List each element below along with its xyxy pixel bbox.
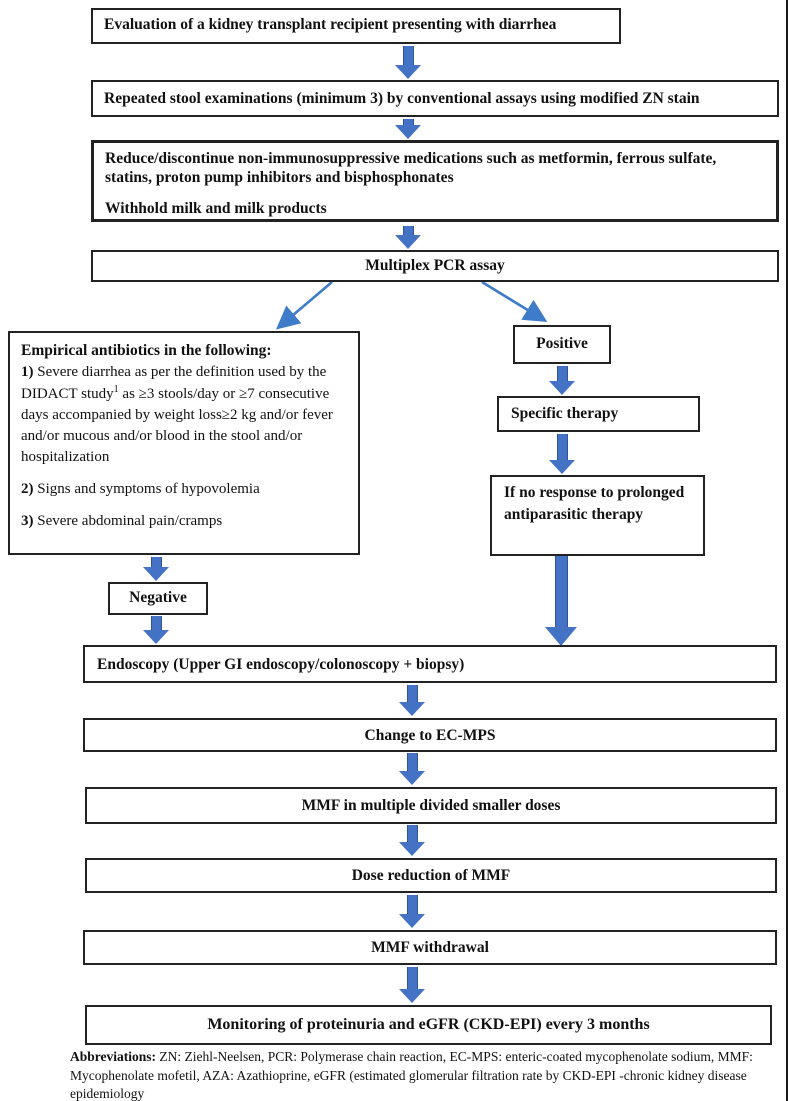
empirical-item-3-text: Severe abdominal pain/cramps: [37, 512, 223, 529]
arrow-noresponse-to-endoscopy-icon: [545, 556, 577, 646]
arrow-empirical-to-negative-icon: [143, 557, 169, 581]
empirical-item-1: 1) Severe diarrhea as per the definition…: [21, 362, 347, 468]
empirical-item-2: 2) Signs and symptoms of hypovolemia: [21, 479, 347, 500]
abbreviations-label: Abbreviations:: [70, 1049, 157, 1064]
box-mmf-divided-doses-text: MMF in multiple divided smaller doses: [301, 797, 561, 814]
box-multiplex-pcr-text: Multiplex PCR assay: [365, 257, 505, 274]
box-withhold-milk-text: Withhold milk and milk products: [105, 199, 327, 217]
box-specific-therapy: Specific therapy: [497, 396, 700, 432]
box-endoscopy: Endoscopy (Upper GI endoscopy/colonoscop…: [83, 645, 777, 683]
box-reduce-medications: Reduce/discontinue non-immunosuppressive…: [91, 140, 779, 222]
arrow-ecmps-to-mmfdivided-icon: [399, 753, 425, 785]
box-stool-examinations-text: Repeated stool examinations (minimum 3) …: [104, 90, 700, 107]
arrow-evaluation-to-stool-icon: [395, 46, 421, 79]
empirical-item-2-number: 2): [21, 480, 34, 497]
box-specific-therapy-text: Specific therapy: [511, 405, 619, 422]
empirical-item-1-text-a: Severe diarrhea as per the definition us…: [21, 363, 327, 402]
box-positive: Positive: [513, 325, 611, 364]
arrow-mmfdivided-to-reduction-icon: [399, 825, 425, 856]
box-no-response-text: If no response to prolonged antiparasiti…: [504, 484, 685, 524]
arrow-reduction-to-withdrawal-icon: [399, 895, 425, 928]
box-no-response: If no response to prolonged antiparasiti…: [490, 475, 705, 556]
arrow-positive-to-specific-icon: [549, 366, 575, 395]
box-mmf-dose-reduction: Dose reduction of MMF: [85, 858, 777, 893]
box-mmf-divided-doses: MMF in multiple divided smaller doses: [85, 787, 777, 824]
empirical-item-1-superscript: 1: [113, 383, 119, 395]
arrow-reduce-to-pcr-icon: [395, 226, 421, 249]
box-evaluation: Evaluation of a kidney transplant recipi…: [91, 8, 621, 44]
box-mmf-withdrawal: MMF withdrawal: [83, 930, 777, 965]
arrow-stool-to-reduce-icon: [395, 119, 421, 139]
box-change-ecmps: Change to EC-MPS: [83, 718, 777, 752]
box-monitoring-text: Monitoring of proteinuria and eGFR (CKD-…: [207, 1016, 650, 1033]
empirical-item-3-number: 3): [21, 512, 34, 529]
empirical-item-2-text: Signs and symptoms of hypovolemia: [37, 480, 260, 497]
arrow-withdrawal-to-monitoring-icon: [399, 967, 425, 1003]
box-negative: Negative: [108, 582, 208, 615]
arrow-specific-to-noresponse-icon: [549, 434, 575, 474]
abbreviations-text: ZN: Ziehl-Neelsen, PCR: Polymerase chain…: [70, 1049, 753, 1101]
box-change-ecmps-text: Change to EC-MPS: [364, 727, 496, 744]
box-reduce-medications-text: Reduce/discontinue non-immunosuppressive…: [105, 150, 717, 187]
abbreviations-footnote: Abbreviations: ZN: Ziehl-Neelsen, PCR: P…: [70, 1048, 776, 1101]
box-stool-examinations: Repeated stool examinations (minimum 3) …: [91, 80, 779, 117]
box-mmf-withdrawal-text: MMF withdrawal: [371, 939, 489, 956]
arrow-negative-to-endoscopy-icon: [143, 616, 169, 644]
box-monitoring: Monitoring of proteinuria and eGFR (CKD-…: [85, 1005, 772, 1045]
empirical-title: Empirical antibiotics in the following:: [21, 342, 272, 359]
arrow-endoscopy-to-ecmps-icon: [399, 685, 425, 716]
box-mmf-dose-reduction-text: Dose reduction of MMF: [351, 867, 511, 884]
arrow-pcr-to-empirical-icon: [276, 281, 333, 330]
box-endoscopy-text: Endoscopy (Upper GI endoscopy/colonoscop…: [97, 656, 465, 673]
empirical-item-1-text-b: as ≥3 stools/day or ≥7 consecutive days …: [21, 385, 333, 465]
arrow-pcr-to-positive-icon: [481, 280, 548, 323]
box-multiplex-pcr: Multiplex PCR assay: [91, 250, 779, 282]
box-empirical-antibiotics: Empirical antibiotics in the following: …: [8, 331, 360, 555]
box-positive-text: Positive: [536, 335, 588, 352]
empirical-item-3: 3) Severe abdominal pain/cramps: [21, 511, 347, 532]
empirical-item-1-number: 1): [21, 363, 34, 380]
box-evaluation-text: Evaluation of a kidney transplant recipi…: [104, 16, 557, 33]
box-negative-text: Negative: [129, 589, 187, 606]
